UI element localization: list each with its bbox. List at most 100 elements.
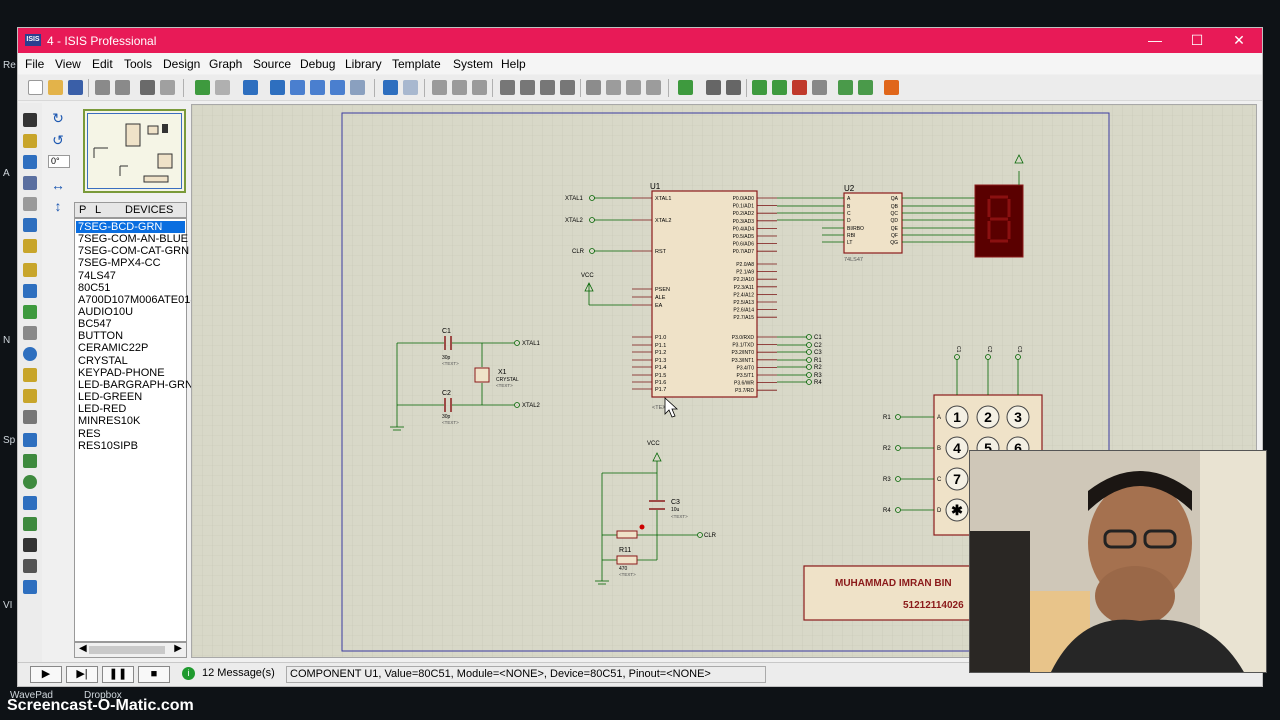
circle-icon[interactable] bbox=[23, 475, 37, 489]
line-icon[interactable] bbox=[23, 433, 37, 447]
block-delete-icon[interactable] bbox=[560, 80, 575, 95]
device-list-item[interactable]: BC547 bbox=[78, 318, 112, 330]
u2-decoder[interactable]: U2 A B C D BI/RBO RBI LT QA QB QC QD QE … bbox=[843, 184, 903, 263]
cut-icon[interactable] bbox=[432, 80, 447, 95]
block-copy-icon[interactable] bbox=[500, 80, 515, 95]
text-script-icon[interactable] bbox=[23, 197, 37, 211]
device-list[interactable]: 7SEG-BCD-GRN 7SEG-COM-AN-BLUE 7SEG-COM-C… bbox=[74, 218, 196, 642]
menu-debug[interactable]: Debug bbox=[300, 57, 336, 71]
export-icon[interactable] bbox=[115, 80, 130, 95]
grid-icon[interactable] bbox=[215, 80, 230, 95]
device-list-item[interactable]: BUTTON bbox=[78, 330, 124, 342]
make-device-icon[interactable] bbox=[606, 80, 621, 95]
wire-label-icon[interactable] bbox=[23, 176, 37, 190]
paste-icon[interactable] bbox=[472, 80, 487, 95]
pause-button[interactable]: ❚❚ bbox=[102, 666, 134, 683]
open-folder-icon[interactable] bbox=[48, 80, 63, 95]
virtual-instruments-icon[interactable] bbox=[23, 410, 37, 424]
path-icon[interactable] bbox=[23, 517, 37, 531]
step-button[interactable]: ▶| bbox=[66, 666, 98, 683]
menu-tools[interactable]: Tools bbox=[124, 57, 153, 71]
rotate-clockwise-icon[interactable]: ↻ bbox=[52, 110, 64, 126]
u1-microcontroller[interactable]: U1 XTAL1 XTAL2 RST PSEN ALE EA bbox=[632, 182, 777, 411]
device-list-item[interactable]: 7SEG-COM-CAT-GRN bbox=[78, 245, 190, 257]
c3-capacitor[interactable] bbox=[649, 500, 665, 510]
bill-of-materials-icon[interactable] bbox=[838, 80, 853, 95]
pick-device-icon[interactable] bbox=[586, 80, 601, 95]
packaging-icon[interactable] bbox=[626, 80, 641, 95]
terminals-icon[interactable] bbox=[23, 263, 37, 277]
title-bar[interactable]: ISIS 4 - ISIS Professional — ☐ ✕ bbox=[18, 28, 1262, 53]
symbol-icon[interactable] bbox=[23, 559, 37, 573]
new-file-icon[interactable] bbox=[28, 80, 43, 95]
device-list-item[interactable]: LED-GREEN bbox=[78, 391, 143, 403]
menu-source[interactable]: Source bbox=[253, 57, 292, 71]
seven-segment-display[interactable] bbox=[974, 154, 1024, 258]
scroll-right-icon[interactable]: ▶ bbox=[174, 643, 182, 654]
device-list-item[interactable]: 7SEG-BCD-GRN bbox=[76, 221, 185, 233]
pick-from-library-tab[interactable]: P bbox=[79, 204, 87, 216]
zoom-all-icon[interactable] bbox=[330, 80, 345, 95]
taskbar-dropbox[interactable]: Dropbox bbox=[84, 690, 122, 701]
add-sheet-icon[interactable] bbox=[772, 80, 787, 95]
stop-button[interactable]: ■ bbox=[138, 666, 170, 683]
electrical-check-icon[interactable] bbox=[858, 80, 873, 95]
tape-recorder-icon[interactable] bbox=[23, 326, 37, 340]
library-manager-tab[interactable]: L bbox=[95, 204, 102, 216]
scroll-thumb[interactable] bbox=[89, 646, 165, 654]
property-tool-icon[interactable] bbox=[726, 80, 741, 95]
block-move-icon[interactable] bbox=[520, 80, 535, 95]
play-button[interactable]: ▶ bbox=[30, 666, 62, 683]
new-sheet-icon[interactable] bbox=[752, 80, 767, 95]
wire-autorouter-icon[interactable] bbox=[678, 80, 693, 95]
zoom-out-icon[interactable] bbox=[310, 80, 325, 95]
menu-graph[interactable]: Graph bbox=[209, 57, 243, 71]
menu-library[interactable]: Library bbox=[345, 57, 382, 71]
generator-icon[interactable] bbox=[23, 347, 37, 361]
rotate-anticlockwise-icon[interactable]: ↺ bbox=[52, 132, 64, 148]
menu-help[interactable]: Help bbox=[501, 57, 526, 71]
pan-icon[interactable] bbox=[270, 80, 285, 95]
decompose-icon[interactable] bbox=[646, 80, 661, 95]
exit-to-parent-icon[interactable] bbox=[812, 80, 827, 95]
taskbar-wavepad[interactable]: WavePad bbox=[10, 690, 53, 701]
device-list-item[interactable]: AUDIO10U bbox=[78, 306, 134, 318]
zoom-area-icon[interactable] bbox=[350, 80, 365, 95]
remove-sheet-icon[interactable] bbox=[792, 80, 807, 95]
device-list-item[interactable]: RES10SIPB bbox=[78, 440, 138, 452]
netlist-to-ares-icon[interactable] bbox=[884, 80, 899, 95]
menu-system[interactable]: System bbox=[453, 57, 494, 71]
device-list-item[interactable]: 7SEG-MPX4-CC bbox=[78, 257, 161, 269]
minimize-button[interactable]: — bbox=[1148, 32, 1162, 48]
arc-icon[interactable] bbox=[23, 496, 37, 510]
device-list-hscrollbar[interactable]: ◀ ▶ bbox=[74, 642, 187, 658]
overview-window[interactable] bbox=[83, 109, 186, 193]
menu-design[interactable]: Design bbox=[163, 57, 201, 71]
voltage-probe-icon[interactable] bbox=[23, 368, 37, 382]
reset-circuit[interactable] bbox=[595, 461, 703, 585]
rotation-angle-field[interactable]: 0° bbox=[48, 155, 70, 168]
message-count[interactable]: 12 Message(s) bbox=[202, 667, 275, 679]
device-list-item[interactable]: CERAMIC22P bbox=[78, 342, 149, 354]
import-icon[interactable] bbox=[95, 80, 110, 95]
flip-vertical-icon[interactable]: ↕ bbox=[54, 198, 62, 214]
scroll-left-icon[interactable]: ◀ bbox=[79, 643, 87, 654]
graph-mode-icon[interactable] bbox=[23, 305, 37, 319]
subcircuit-icon[interactable] bbox=[23, 239, 37, 253]
flip-horizontal-icon[interactable]: ↔ bbox=[51, 177, 65, 193]
close-button[interactable]: ✕ bbox=[1233, 32, 1245, 48]
selection-mode-icon[interactable] bbox=[23, 113, 37, 127]
print-icon[interactable] bbox=[140, 80, 155, 95]
device-list-item[interactable]: MINRES10K bbox=[78, 415, 141, 427]
device-list-item[interactable]: RES bbox=[78, 428, 101, 440]
device-list-item[interactable]: A700D107M006ATE018 bbox=[78, 294, 197, 306]
device-list-item[interactable]: KEYPAD-PHONE bbox=[78, 367, 165, 379]
undo-icon[interactable] bbox=[383, 80, 398, 95]
menu-edit[interactable]: Edit bbox=[92, 57, 113, 71]
maximize-button[interactable]: ☐ bbox=[1190, 32, 1204, 48]
menu-template[interactable]: Template bbox=[392, 57, 441, 71]
crystal-circuit[interactable] bbox=[390, 340, 520, 431]
redo-icon[interactable] bbox=[403, 80, 418, 95]
current-probe-icon[interactable] bbox=[23, 389, 37, 403]
zoom-in-icon[interactable] bbox=[290, 80, 305, 95]
